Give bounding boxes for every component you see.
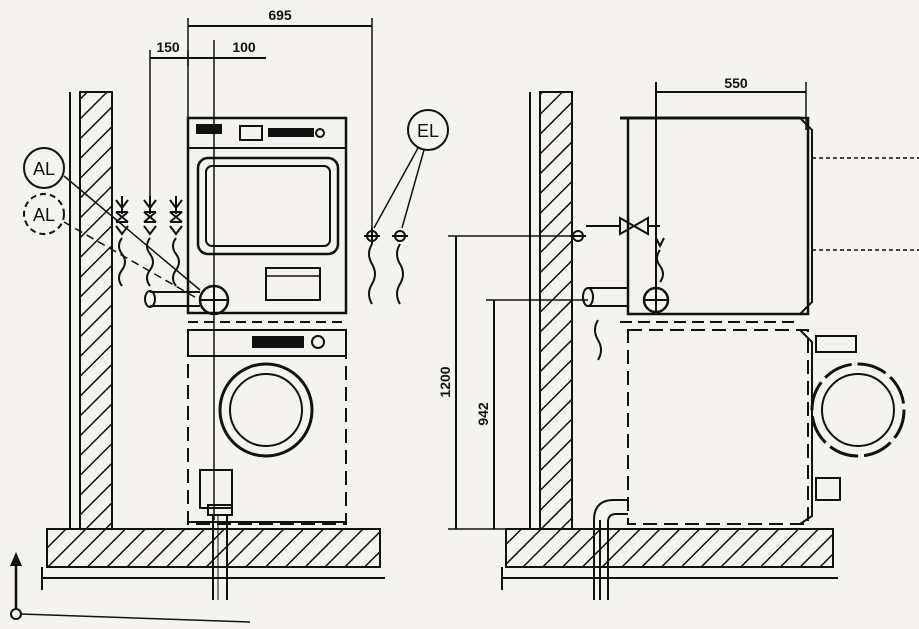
- front-view: 695 150 100 AL AL EL: [10, 7, 449, 623]
- front-wall: [69, 91, 113, 530]
- valve-icon: [115, 196, 183, 287]
- dimension-depth: 550: [656, 75, 807, 130]
- dimension-height-942: 942: [475, 299, 588, 529]
- side-wall: [529, 91, 573, 530]
- callout-al-dashed-label: AL: [33, 205, 55, 225]
- dimension-offsets: 150 100: [149, 39, 266, 196]
- drain-pipe-icon: [207, 504, 233, 600]
- side-exhaust: [582, 82, 670, 314]
- callout-el: EL: [373, 109, 449, 229]
- callout-al-label: AL: [33, 159, 55, 179]
- label-offset-100: 100: [232, 39, 256, 55]
- side-dryer: [620, 116, 919, 316]
- electrical-socket-icon: [364, 228, 408, 305]
- side-drain-elbow: [593, 499, 628, 600]
- level-arrow-icon: [10, 552, 251, 623]
- label-height-1200: 1200: [437, 366, 453, 397]
- label-overall-width: 695: [268, 7, 292, 23]
- side-floor: [501, 528, 838, 590]
- label-offset-150: 150: [156, 39, 180, 55]
- callout-al-dashed: AL: [23, 193, 201, 301]
- dimension-overall-width: 695: [187, 7, 373, 228]
- front-washer: [187, 321, 347, 525]
- dimension-height-1200: 1200: [437, 235, 578, 530]
- side-tap-icon: [570, 216, 665, 361]
- label-depth: 550: [724, 75, 748, 91]
- callout-al: AL: [23, 147, 201, 291]
- label-height-942: 942: [475, 402, 491, 426]
- front-dryer: [186, 116, 348, 315]
- callout-el-label: EL: [417, 121, 439, 141]
- side-view: 550 1200 942: [437, 75, 919, 600]
- exhaust-connector: [144, 284, 230, 316]
- side-washer: [620, 321, 906, 525]
